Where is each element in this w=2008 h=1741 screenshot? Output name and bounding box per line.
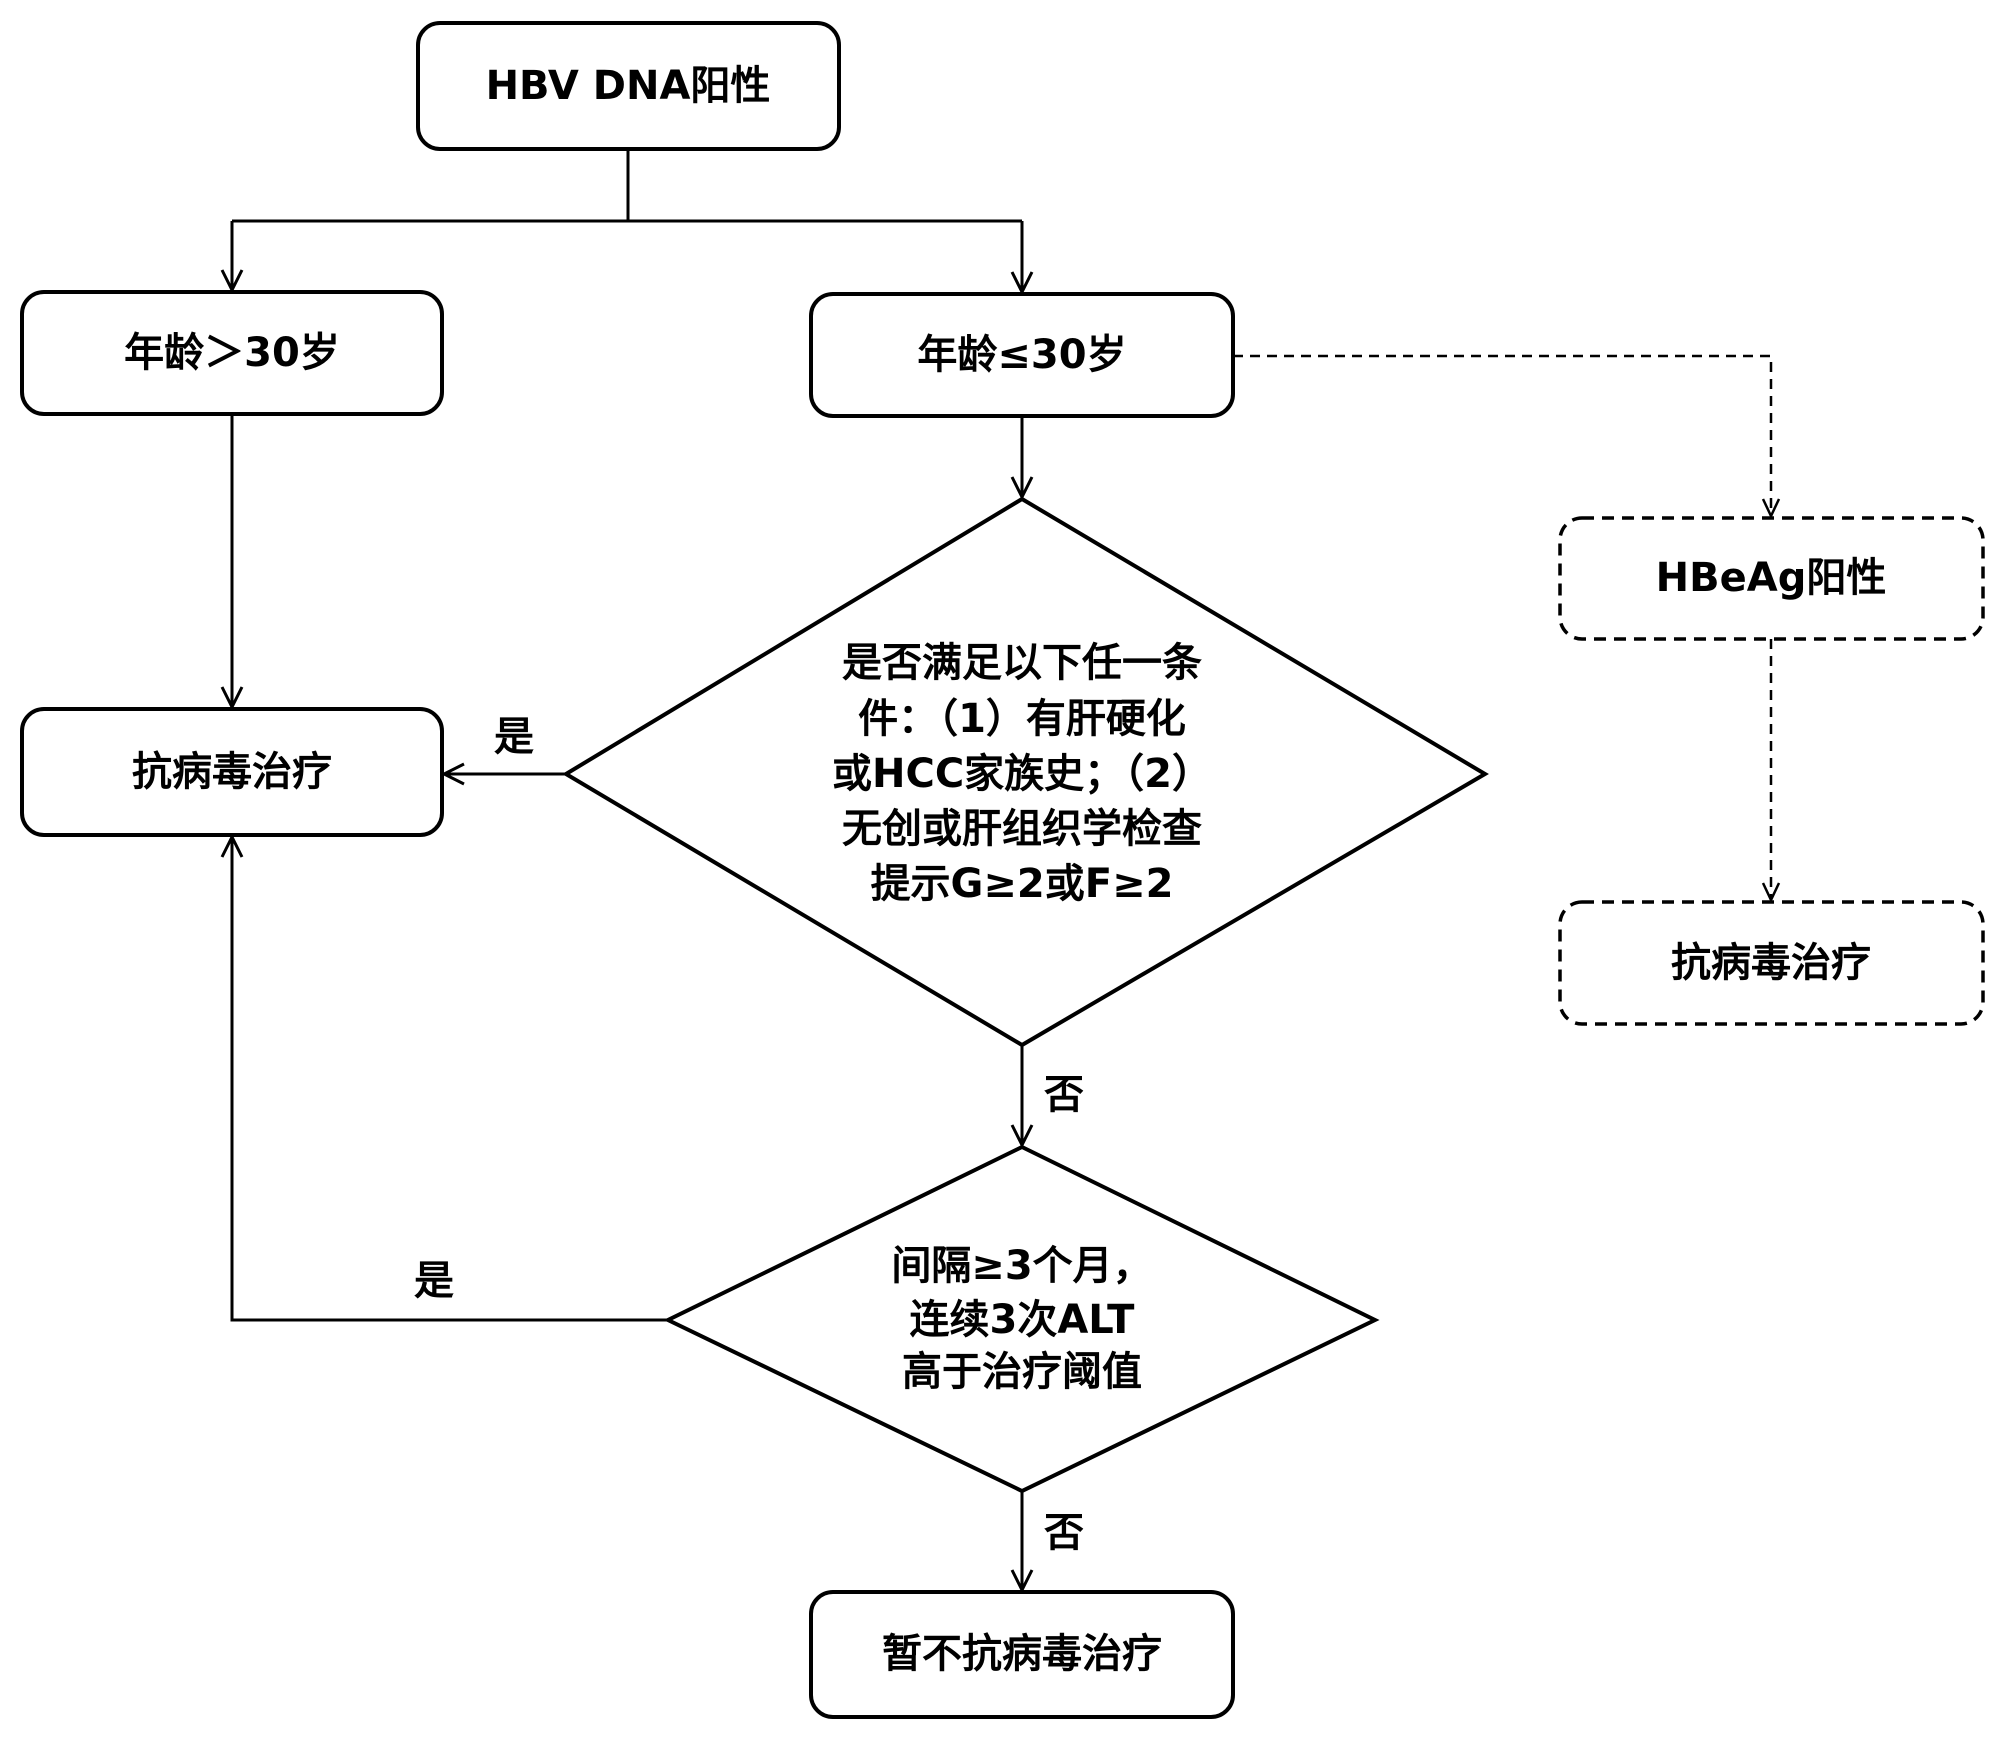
node-age-le-30-box — [809, 292, 1235, 418]
node-antiviral-left-box — [20, 707, 444, 837]
decision-condition-2: 间隔≥3个月， 连续3次ALT 高于治疗阈值 — [663, 1144, 1380, 1494]
node-no-antiviral: 暂不抗病毒治疗 — [809, 1590, 1235, 1719]
decision-condition-2-line-1: 间隔≥3个月， — [891, 1243, 1152, 1289]
node-hbeag: HBeAg阳性 — [1558, 516, 1985, 641]
decision-condition-1: 是否满足以下任一条 件：（1）有肝硬化 或HCC家族史；（2） 无创或肝组织学检… — [562, 496, 1489, 1048]
node-start-label: HBV DNA阳性 — [486, 63, 771, 109]
edge-label-condition-2-yes: 是 — [414, 1258, 454, 1304]
node-antiviral-left-label: 抗病毒治疗 — [132, 749, 332, 795]
decision-condition-1-line-1: 是否满足以下任一条 — [842, 640, 1202, 686]
node-hbeag-label: HBeAg阳性 — [1656, 555, 1887, 601]
node-age-gt-30-box — [20, 290, 444, 416]
node-antiviral-left: 抗病毒治疗 — [20, 707, 444, 837]
node-start-box — [416, 21, 841, 151]
node-no-antiviral-label: 暂不抗病毒治疗 — [882, 1631, 1162, 1677]
node-age-gt-30: 年龄＞30岁 — [20, 290, 444, 416]
node-start: HBV DNA阳性 — [416, 21, 841, 151]
node-antiviral-right-label: 抗病毒治疗 — [1671, 940, 1871, 986]
node-age-le-30: 年龄≤30岁 — [809, 292, 1235, 418]
node-no-antiviral-box — [809, 1590, 1235, 1719]
node-age-gt-30-label: 年龄＞30岁 — [124, 330, 340, 376]
edge-label-condition-2-no: 否 — [1044, 1510, 1084, 1556]
decision-condition-2-line-3: 高于治疗阈值 — [902, 1349, 1142, 1395]
decision-condition-1-line-5: 提示G≥2或F≥2 — [871, 861, 1174, 907]
node-age-le-30-label: 年龄≤30岁 — [917, 332, 1126, 378]
arrow-condition-2-yes — [232, 837, 668, 1322]
decision-condition-2-shape — [663, 1144, 1380, 1494]
dashed-arrow-to-hbeag — [1233, 354, 1771, 516]
decision-condition-1-line-4: 无创或肝组织学检查 — [842, 806, 1202, 852]
edge-label-condition-1-no: 否 — [1044, 1072, 1084, 1118]
decision-condition-1-shape — [562, 496, 1489, 1048]
node-antiviral-right-box — [1558, 900, 1985, 1026]
decision-condition-1-line-2: 件：（1）有肝硬化 — [858, 696, 1186, 742]
node-hbeag-box — [1558, 516, 1985, 641]
node-antiviral-right: 抗病毒治疗 — [1558, 900, 1985, 1026]
edge-label-condition-1-yes: 是 — [494, 714, 534, 760]
decision-condition-2-line-2: 连续3次ALT — [910, 1297, 1136, 1343]
decision-condition-1-line-3: 或HCC家族史；（2） — [832, 751, 1212, 797]
